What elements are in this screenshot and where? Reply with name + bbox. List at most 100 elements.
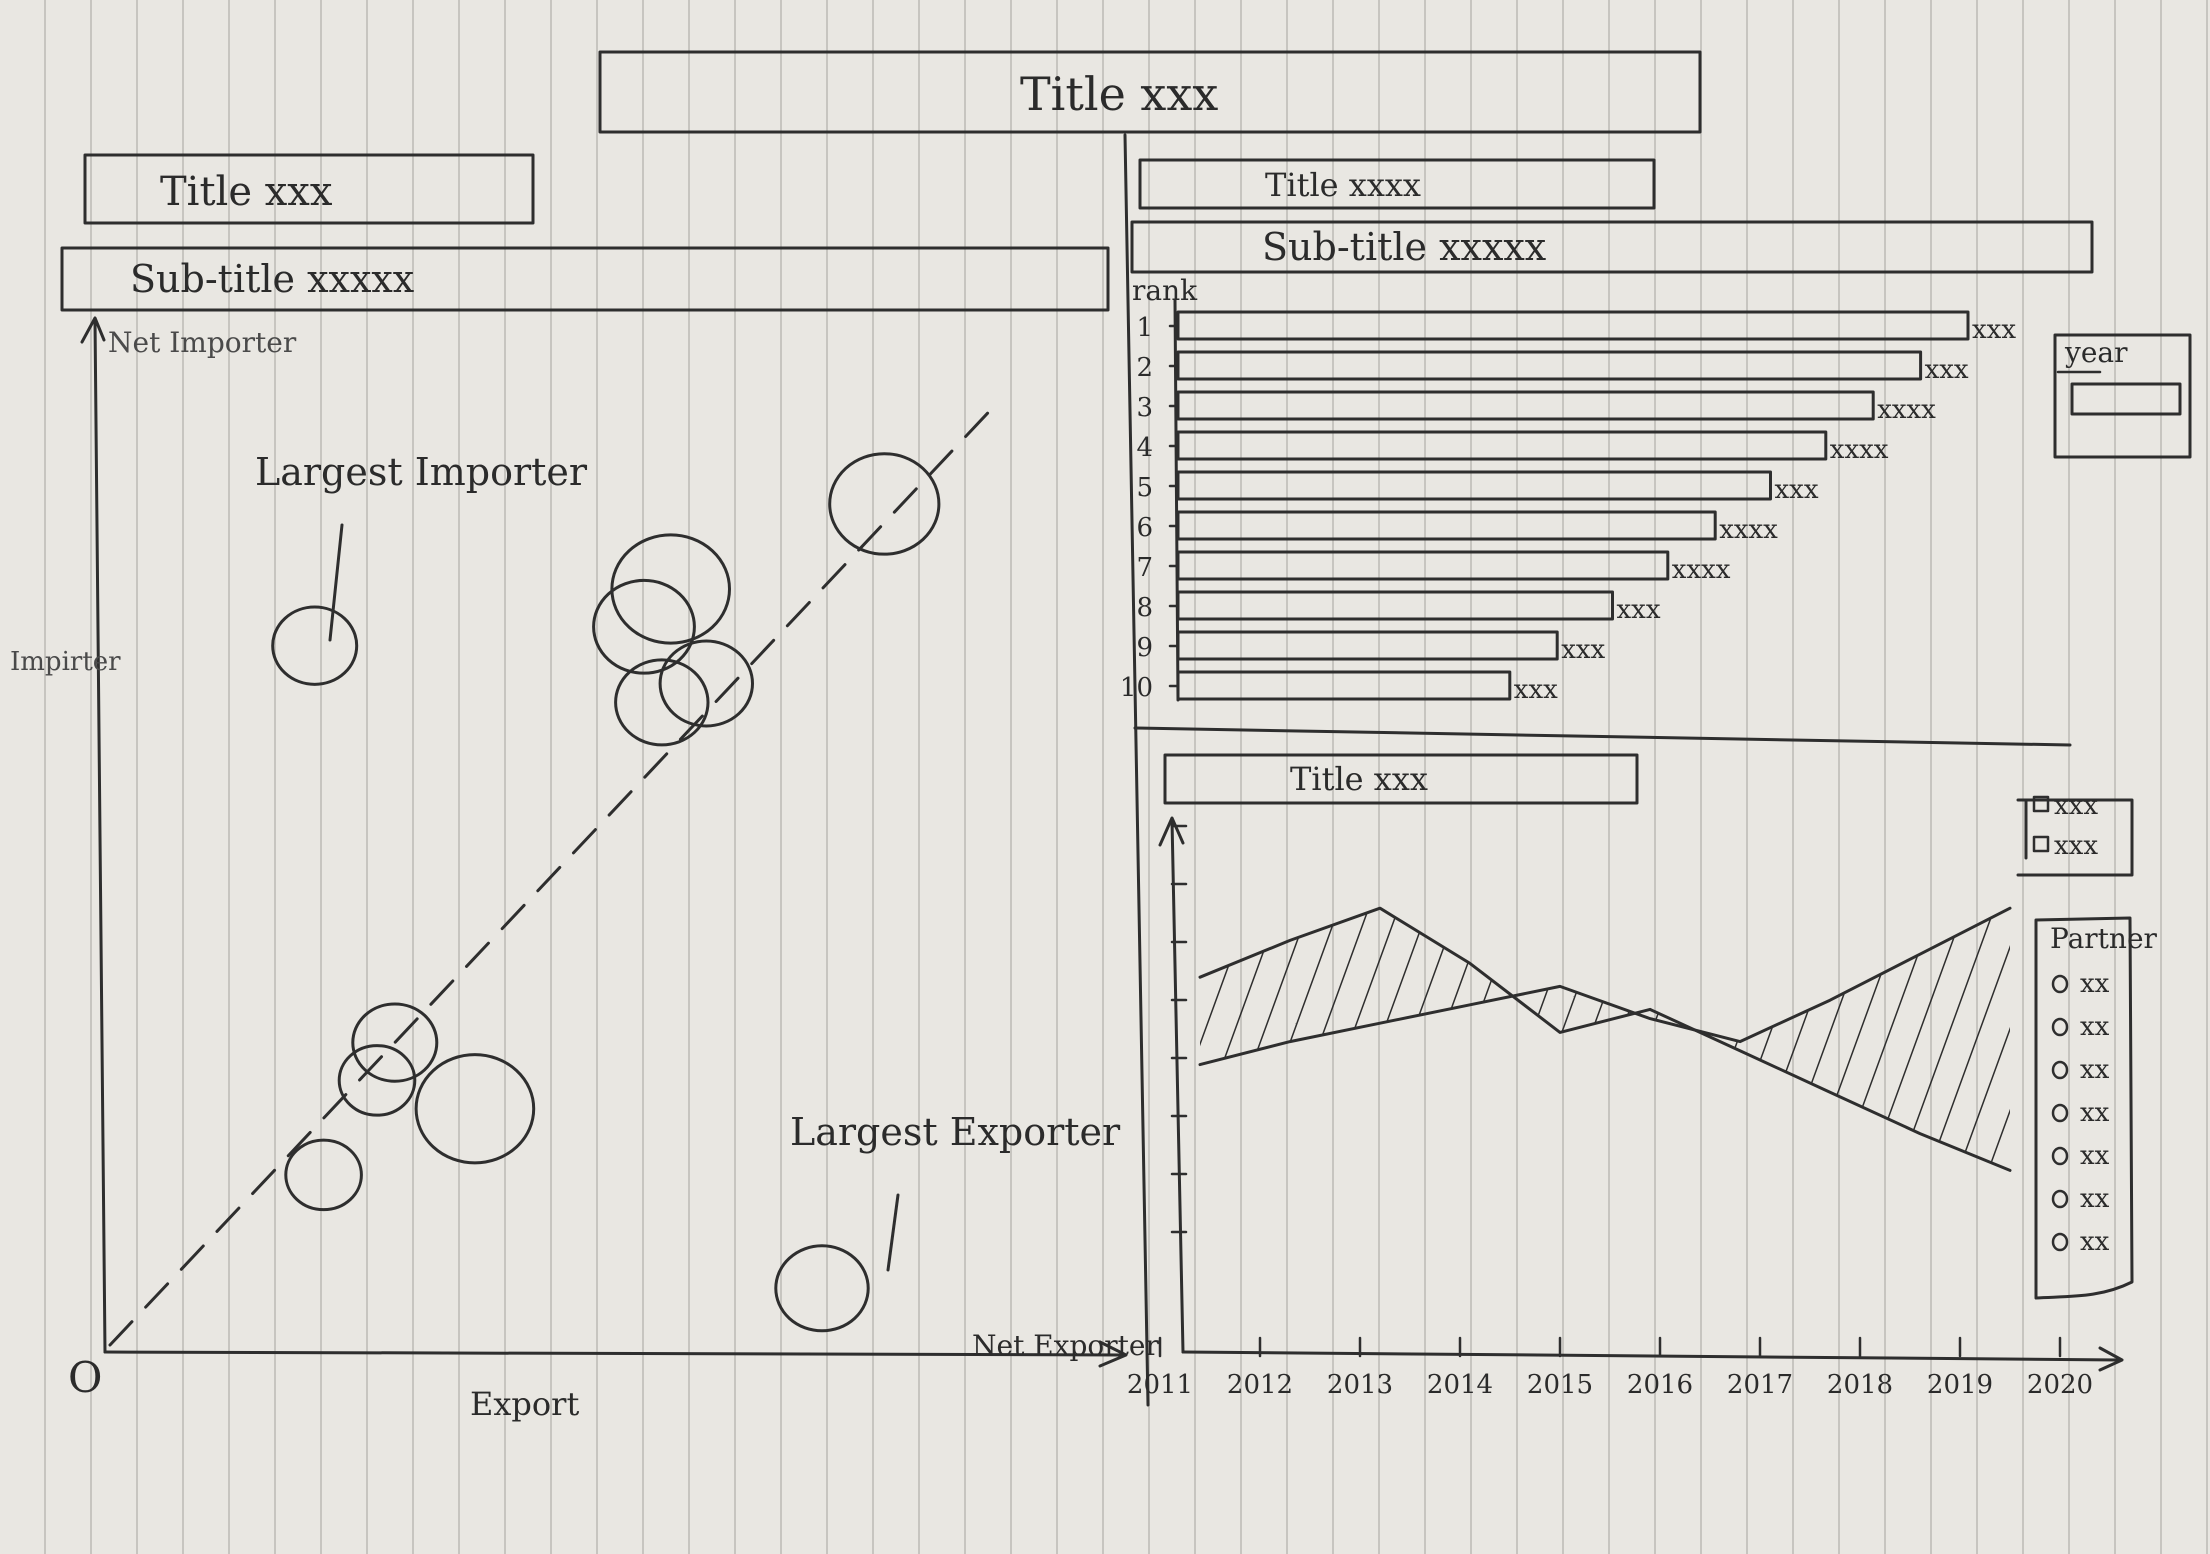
x-axis-label: Export (470, 1385, 579, 1423)
partner-label: xx (2080, 969, 2110, 999)
rank-value-label: xxx (1514, 675, 1558, 705)
line-y-axis-arrow (1158, 816, 1185, 847)
rank-bar[interactable] (1176, 390, 1875, 421)
partner-label: xx (2080, 1012, 2110, 1042)
partner-radio[interactable] (2051, 1103, 2069, 1123)
annotation-largest-importer: Largest Importer (255, 450, 588, 494)
rank-value-label: xxx (1972, 315, 2016, 345)
series-line-1[interactable] (1198, 906, 2012, 1172)
scatter-point[interactable] (351, 1002, 439, 1083)
scatter-x-axis-arrow (1098, 1340, 1128, 1368)
rank-tick-label: 6 (1136, 513, 1153, 543)
scatter-subtitle: Sub-title xxxxx (130, 257, 414, 301)
rank-tick-label: 7 (1136, 553, 1153, 583)
rank-axis-label: rank (1132, 274, 1198, 307)
scatter-point[interactable] (774, 1244, 870, 1333)
partner-radio[interactable] (2051, 1146, 2069, 1166)
year-filter-box (2053, 333, 2192, 459)
line-title: Title xxx (1290, 760, 1428, 798)
rank-value-label: xxxx (1672, 555, 1731, 585)
x-tick-label: 2015 (1527, 1370, 1593, 1400)
partner-list-title: Partner (2050, 922, 2158, 955)
rank-bar[interactable] (1176, 590, 1614, 621)
rank-value-label: xxxx (1877, 395, 1936, 425)
diagonal-reference-line (108, 398, 1002, 1347)
rank-value-label: xxx (1561, 635, 1605, 665)
scatter-point[interactable] (337, 1044, 417, 1117)
rank-subtitle: Sub-title xxxxx (1262, 225, 1546, 269)
partner-label: xx (2080, 1098, 2110, 1128)
line-legend: xxx xxx (2016, 791, 2134, 877)
partner-list: Partner xx xx xx xx xx xx xx (2034, 916, 2158, 1300)
scatter-points (271, 452, 941, 1333)
partner-label: xx (2080, 1141, 2110, 1171)
rank-bar[interactable] (1176, 550, 1670, 581)
partner-label: xx (2080, 1184, 2110, 1214)
rank-panel: Title xxxx Sub-title xxxxx rank 1 xxx 2 xxx… (1120, 158, 2192, 705)
rank-bar[interactable] (1176, 630, 1559, 661)
legend-swatch-2[interactable] (2032, 835, 2050, 853)
scatter-point[interactable] (284, 1138, 363, 1212)
rank-tick-label: 3 (1136, 393, 1153, 423)
scatter-point[interactable] (414, 1053, 536, 1165)
partner-radio[interactable] (2051, 1017, 2069, 1037)
rank-bar[interactable] (1176, 510, 1717, 541)
partner-label: xx (2080, 1055, 2110, 1085)
rank-bar[interactable] (1176, 430, 1828, 461)
year-filter-input[interactable] (2070, 382, 2182, 416)
scatter-point[interactable] (592, 578, 696, 675)
scatter-y-axis-arrow (80, 316, 106, 344)
rank-tick-label: 2 (1136, 353, 1153, 383)
line-title-box (1163, 753, 1639, 805)
rank-subtitle-box (1130, 220, 2094, 274)
x-axis-end-label: Net Exporter (972, 1329, 1159, 1362)
annotation-exporter-pointer (886, 1193, 900, 1272)
partner-label: xx (2080, 1227, 2110, 1257)
scatter-point[interactable] (828, 452, 941, 556)
legend-swatch-1[interactable] (2032, 795, 2050, 813)
rank-tick-label: 1 (1136, 313, 1153, 343)
legend-label-2: xxx (2054, 831, 2098, 861)
scatter-point[interactable] (271, 605, 359, 686)
rank-bar[interactable] (1176, 670, 1512, 701)
scatter-title: Title xxx (160, 169, 333, 215)
vertical-divider (1123, 133, 1150, 1407)
scatter-point[interactable] (614, 658, 710, 747)
origin-label: O (68, 1353, 102, 1402)
partner-radio[interactable] (2051, 974, 2069, 994)
scatter-title-box (83, 153, 535, 225)
rank-bar[interactable] (1176, 470, 1772, 501)
annotation-importer-pointer (328, 523, 344, 642)
rank-bar[interactable] (1176, 310, 1970, 341)
scatter-point[interactable] (658, 639, 754, 728)
partner-items: xx xx xx xx xx xx xx (2051, 969, 2110, 1257)
partner-list-box (2034, 916, 2134, 1300)
partner-radio[interactable] (2051, 1189, 2069, 1209)
rank-value-label: xxxx (1719, 515, 1778, 545)
x-tick-label: 2014 (1427, 1370, 1493, 1400)
line-y-axis (1170, 818, 1185, 1354)
rank-title: Title xxxx (1265, 166, 1421, 204)
x-tick-label: 2013 (1327, 1370, 1393, 1400)
main-title-box (598, 50, 1702, 134)
x-tick-label: 2019 (1927, 1370, 1993, 1400)
line-x-axis (1181, 1350, 2122, 1362)
rank-value-label: xxx (1925, 355, 1969, 385)
scatter-point[interactable] (610, 533, 732, 645)
rank-bar[interactable] (1176, 350, 1923, 381)
partner-radio[interactable] (2051, 1060, 2069, 1080)
scatter-subtitle-box (60, 246, 1110, 312)
x-tick-label: 2020 (2027, 1370, 2093, 1400)
scatter-panel: Title xxx Sub-title xxxxx Net Importer I… (10, 153, 1159, 1423)
partner-radio[interactable] (2051, 1232, 2069, 1252)
x-tick-label: 2011 (1127, 1370, 1193, 1400)
legend-label-1: xxx (2054, 791, 2098, 821)
y-axis-top-label: Net Importer (108, 326, 297, 359)
series-line-2[interactable] (1198, 906, 2012, 1067)
rank-value-label: xxxx (1830, 435, 1889, 465)
